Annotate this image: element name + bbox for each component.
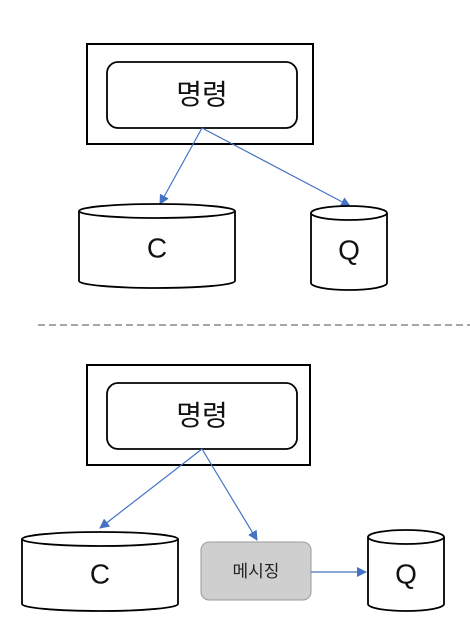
top-store-c-cylinder: C <box>78 203 236 289</box>
bottom-store-c-label: C <box>90 558 110 589</box>
messaging-label: 메시징 <box>233 562 280 582</box>
top-arrow-to-q <box>201 127 351 207</box>
bottom-store-c-cylinder: C <box>21 531 179 612</box>
bottom-diagram: 명령 C 메시징 Q <box>21 364 445 612</box>
top-store-q-label: Q <box>338 234 360 265</box>
bottom-arrow-to-c <box>99 448 203 529</box>
bottom-arrow-to-messaging <box>201 448 258 541</box>
top-diagram: 명령 C Q <box>78 43 388 291</box>
bottom-command-label: 명령 <box>176 399 228 432</box>
top-command-label: 명령 <box>176 78 228 111</box>
top-arrow-to-c <box>159 127 203 205</box>
messaging-box <box>200 541 312 601</box>
top-store-c-label: C <box>147 232 167 263</box>
bottom-store-q-label: Q <box>395 558 417 589</box>
top-store-q-cylinder: Q <box>310 205 388 291</box>
bottom-store-q-cylinder: Q <box>367 529 445 612</box>
